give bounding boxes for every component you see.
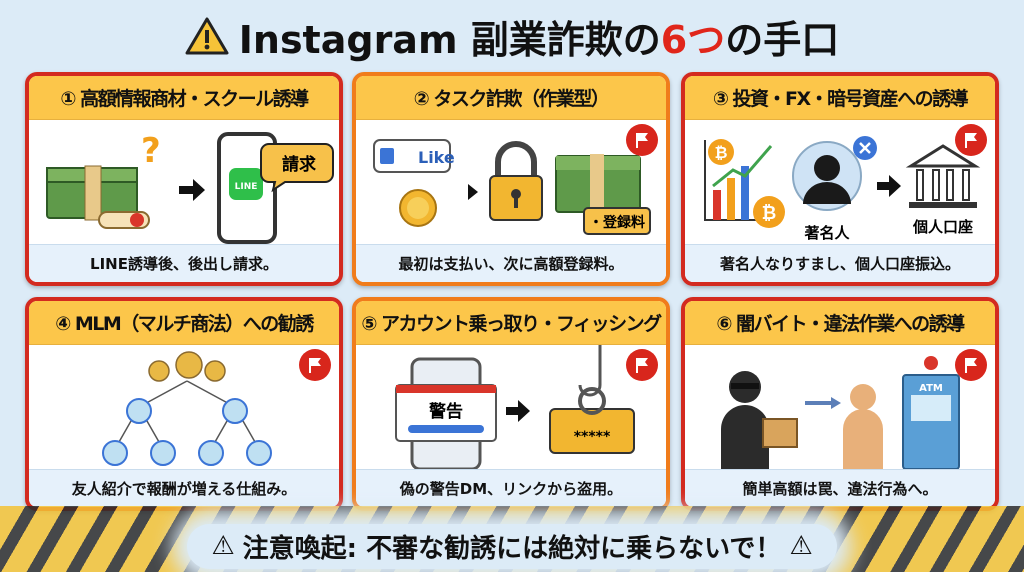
warning-icon: ⚠ <box>789 531 813 561</box>
red-flag-icon <box>626 124 658 156</box>
warning-icon <box>185 17 229 55</box>
card-task-scam: ② タスク詐欺（作業型） Like ・登録料 最初は支払い、次に高額登録料。 <box>352 72 670 286</box>
card-caption: LINE誘導後、後出し請求。 <box>29 244 339 282</box>
card-caption: 簡単高額は罠、違法行為へ。 <box>685 469 995 507</box>
arrow-icon <box>877 175 901 197</box>
page-title: Instagram 副業詐欺の6つの手口 <box>0 8 1024 64</box>
speech-bubble-icon: 請求 <box>260 143 334 193</box>
red-flag-icon <box>955 349 987 381</box>
card-investment-scam: ③ 投資・FX・暗号資産への誘導 ₿₿ 著名人 個人口座 著名人なりすまし、個人… <box>681 72 999 286</box>
question-mark-icon: ? <box>141 131 161 171</box>
banner-text: 注意喚起: 不審な勧誘には絶対に乗らないで！ <box>242 533 782 564</box>
line-label: LINE <box>235 182 258 192</box>
card-heading: ① 高額情報商材・スクール誘導 <box>29 76 339 120</box>
package-icon <box>762 418 798 448</box>
card-heading: ⑤ アカウント乗っ取り・フィッシング <box>356 301 666 345</box>
card-caption: 著名人なりすまし、個人口座振込。 <box>685 244 995 282</box>
fee-tag: ・登録料 <box>583 207 651 235</box>
card-info-product-scam: ① 高額情報商材・スクール誘導 ? LINE 請求 LINE誘導後、後出し請求。 <box>25 72 343 286</box>
arrow-icon <box>468 184 478 200</box>
svg-text:₿: ₿ <box>762 203 777 224</box>
card-caption: 偽の警告DM、リンクから盗用。 <box>356 469 666 507</box>
pyramid-network-icon <box>102 351 272 466</box>
card-heading: ③ 投資・FX・暗号資産への誘導 <box>685 76 995 120</box>
account-label: 個人口座 <box>912 218 973 236</box>
like-label: Like <box>418 148 455 167</box>
bubble-label: 請求 <box>282 154 316 175</box>
fee-label: ・登録料 <box>589 214 645 231</box>
phone-warning-icon: 警告 <box>395 357 497 471</box>
money-stack-icon <box>46 165 138 221</box>
arrow-icon <box>179 179 205 201</box>
warning-label: 警告 <box>428 401 463 422</box>
atm-icon: ATM <box>902 356 960 470</box>
title-number: 6つ <box>660 17 726 62</box>
card-caption: 友人紹介で報酬が増える仕組み。 <box>29 469 339 507</box>
coin-icon <box>399 189 437 227</box>
svg-text:₿: ₿ <box>714 143 727 162</box>
title-prefix: Instagram 副業詐欺の <box>238 17 661 62</box>
warning-icon: ⚠ <box>211 531 235 561</box>
diploma-icon <box>98 211 150 229</box>
celebrity-icon: 著名人 <box>792 136 877 242</box>
red-flag-icon <box>955 124 987 156</box>
bank-icon: 個人口座 <box>905 144 981 236</box>
red-flag-icon <box>626 349 658 381</box>
like-button-icon: Like <box>373 139 455 173</box>
card-illegal-job-scam: ⑥ 闇バイト・違法作業への誘導 ATM 簡単高額は罠、違法行為へ。 <box>681 297 999 511</box>
person-icon <box>843 384 883 469</box>
money-stack-icon <box>555 154 641 214</box>
card-phishing-scam: ⑤ アカウント乗っ取り・フィッシング 警告 ***** 偽の警告DM、リンクから… <box>352 297 670 511</box>
arrow-icon <box>805 397 841 409</box>
card-heading: ④ MLM（マルチ商法）への勧誘 <box>29 301 339 345</box>
red-flag-icon <box>299 349 331 381</box>
card-mlm-scam: ④ MLM（マルチ商法）への勧誘 友人紹介で報酬が増える仕組み。 <box>25 297 343 511</box>
bitcoin-icon: ₿₿ <box>708 139 785 228</box>
arrow-icon <box>506 400 530 422</box>
card-caption: 最初は支払い、次に高額登録料。 <box>356 244 666 282</box>
password-lock-icon: ***** <box>549 387 635 454</box>
celebrity-label: 著名人 <box>803 224 850 242</box>
criminal-icon <box>721 371 769 469</box>
atm-label: ATM <box>919 383 943 394</box>
card-heading: ② タスク詐欺（作業型） <box>356 76 666 120</box>
warning-banner: ⚠ 注意喚起: 不審な勧誘には絶対に乗らないで！ ⚠ <box>0 520 1024 572</box>
card-heading: ⑥ 闇バイト・違法作業への誘導 <box>685 301 995 345</box>
padlock-icon <box>489 141 543 221</box>
password-label: ***** <box>574 429 611 445</box>
title-suffix: の手口 <box>725 17 840 62</box>
fish-hook-icon <box>578 345 602 397</box>
